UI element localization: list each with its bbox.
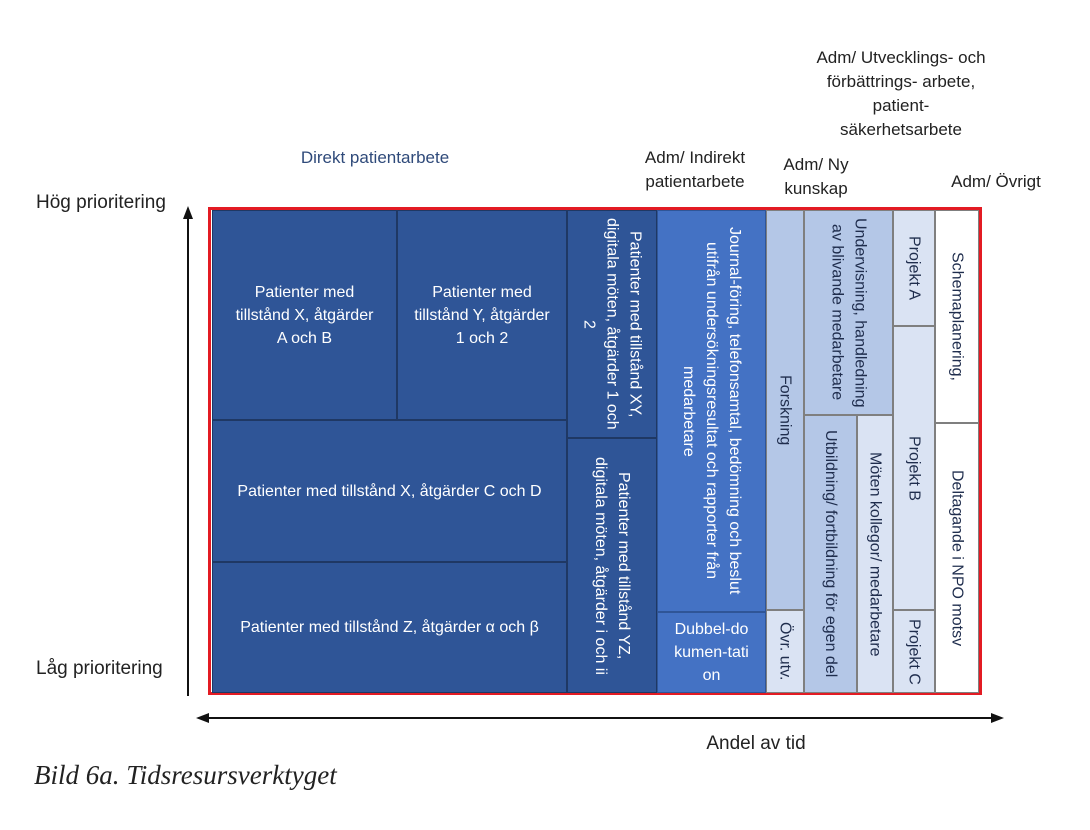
box-label: Patienter med tillstånd X, åtgärder C oc…: [237, 482, 542, 500]
box-patienter-xy-digitala: Patienter med tillstånd XY, digitala möt…: [567, 210, 657, 438]
box-label: Projekt C: [905, 618, 923, 685]
box-label: Patienter med tillstånd YZ, digitala möt…: [592, 456, 632, 675]
label-lag-prioritering: Låg prioritering: [36, 658, 163, 679]
box-dubbeldokumentation: Dubbel-dokumen-tation: [657, 612, 766, 693]
header-indirekt-patientarbete: Adm/ Indirekt patientarbete: [644, 148, 746, 191]
box-label: Patienter med tillstånd Y, åtgärder 1 oc…: [414, 283, 550, 347]
x-axis-label: Andel av tid: [706, 733, 806, 754]
box-label: Patienter med tillstånd XY, digitala möt…: [580, 218, 644, 430]
box-projekt-c: Projekt C: [893, 610, 935, 693]
box-label: Utbildning/ fortbildning för egen del: [822, 430, 839, 678]
box-projekt-b: Projekt B: [893, 326, 935, 610]
box-moten-kollegor: Möten kollegor/ medarbetare: [857, 415, 893, 693]
box-label: Deltagande i NPO motsv: [948, 469, 966, 647]
box-patienter-x-a-b: Patienter med tillstånd X, åtgärder A oc…: [212, 210, 397, 420]
box-label: Projekt B: [905, 435, 923, 501]
header-ny-kunskap: Adm/ Ny kunskap: [783, 155, 849, 198]
box-label: Projekt A: [905, 235, 923, 301]
box-label: Patienter med tillstånd Z, åtgärder α oc…: [240, 619, 539, 636]
box-label: Övr. utv.: [776, 622, 794, 681]
header-ovrigt: Adm/ Övrigt: [951, 172, 1041, 191]
box-label: Undervisning, handledning av blivande me…: [828, 217, 869, 408]
box-label: Journal-föring, telefonsamtal, bedömning…: [680, 227, 743, 595]
box-deltagande-npo: Deltagande i NPO motsv: [935, 423, 979, 693]
header-utveckling: Adm/ Utvecklings- och förbättrings- arbe…: [816, 48, 986, 139]
diagram-frame: [208, 207, 982, 695]
label-hog-prioritering: Hög prioritering: [36, 192, 166, 213]
box-projekt-a: Projekt A: [893, 210, 935, 326]
box-label: Dubbel-dokumen-tation: [674, 621, 749, 684]
box-patienter-x-c-d: Patienter med tillstånd X, åtgärder C oc…: [212, 420, 567, 562]
figure-caption: Bild 6a. Tidsresursverktyget: [34, 760, 337, 790]
box-label: Forskning: [776, 374, 794, 446]
box-ovr-utv: Övr. utv.: [766, 610, 804, 693]
box-label: Patienter med tillstånd X, åtgärder A oc…: [235, 283, 374, 347]
box-label: Schemaplanering,: [948, 252, 966, 381]
box-journalforing: Journal-föring, telefonsamtal, bedömning…: [657, 210, 766, 612]
box-patienter-y-1-2: Patienter med tillstånd Y, åtgärder 1 oc…: [397, 210, 567, 420]
box-label: Möten kollegor/ medarbetare: [866, 451, 884, 657]
box-patienter-z-alpha-beta: Patienter med tillstånd Z, åtgärder α oc…: [212, 562, 567, 693]
box-utbildning: Utbildning/ fortbildning för egen del: [804, 415, 857, 693]
box-undervisning: Undervisning, handledning av blivande me…: [804, 210, 893, 415]
box-forskning: Forskning: [766, 210, 804, 610]
box-patienter-yz-digitala: Patienter med tillstånd YZ, digitala möt…: [567, 438, 657, 693]
header-direkt-patientarbete: Direkt patientarbete: [300, 148, 450, 167]
box-schemaplanering: Schemaplanering,: [935, 210, 979, 423]
